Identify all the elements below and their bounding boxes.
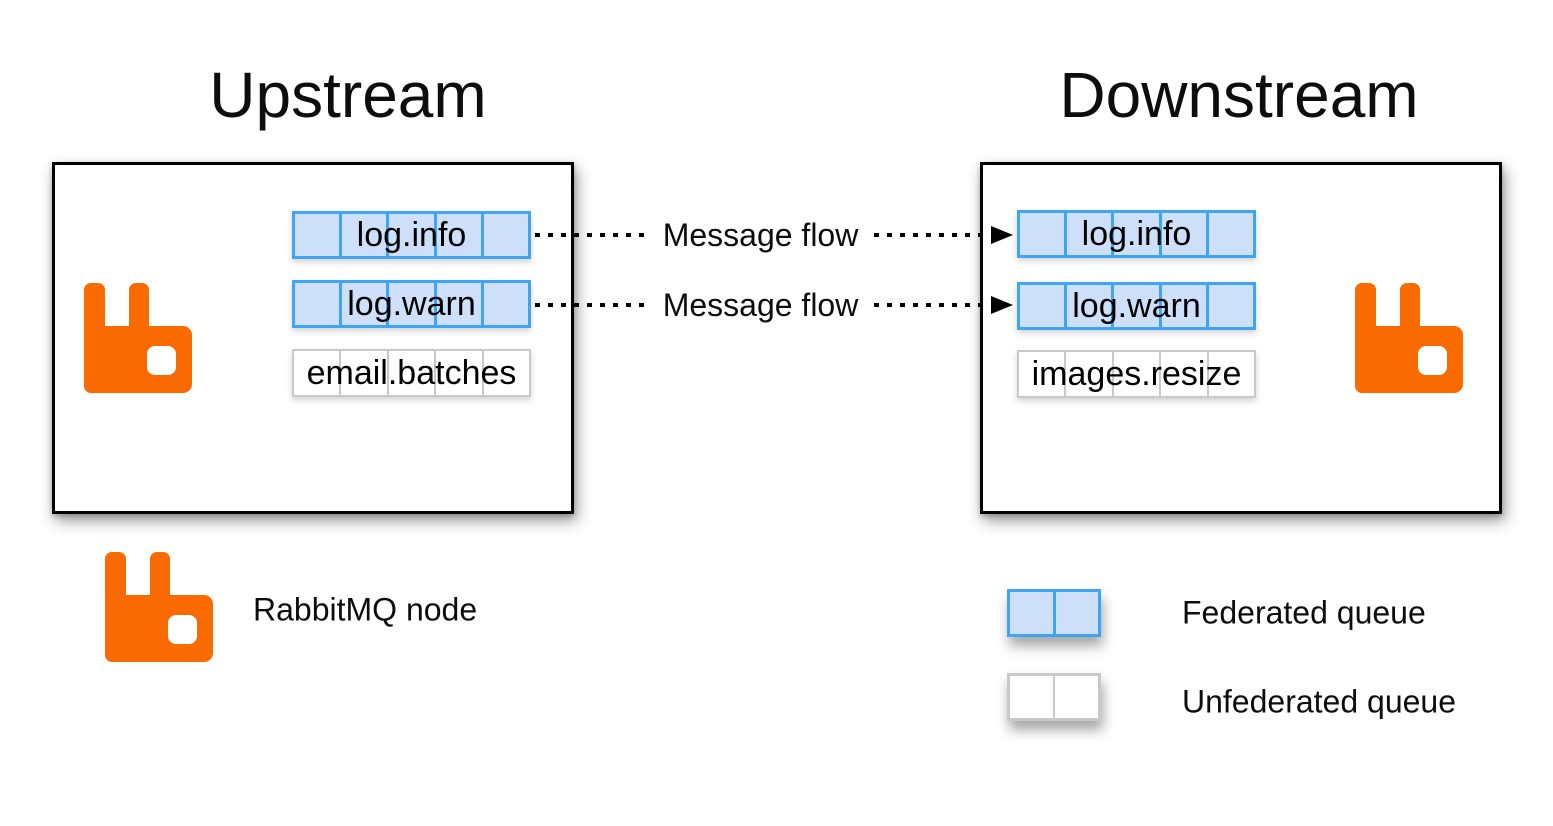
queue-label: images.resize bbox=[1031, 354, 1242, 393]
queue-log-warn-downstream: log.warn bbox=[1017, 282, 1256, 330]
dotted-line bbox=[874, 233, 987, 237]
queue-cells bbox=[292, 280, 531, 328]
queue-images-resize-downstream: images.resize bbox=[1017, 350, 1256, 398]
legend-federated-queue-swatch bbox=[1007, 589, 1101, 637]
rabbitmq-logo-icon bbox=[105, 552, 213, 662]
queue-cells bbox=[292, 211, 531, 259]
dotted-line bbox=[535, 233, 647, 237]
queue-label: log.warn bbox=[1072, 286, 1201, 325]
queue-log-info-downstream: log.info bbox=[1017, 210, 1256, 258]
legend-unfederated-queue-label: Unfederated queue bbox=[1182, 683, 1456, 720]
queue-log-info-upstream: log.info bbox=[292, 211, 531, 259]
queue-cells bbox=[292, 349, 531, 397]
queue-cells bbox=[1017, 210, 1256, 258]
downstream-title: Downstream bbox=[1059, 59, 1419, 131]
dotted-line bbox=[874, 303, 987, 307]
upstream-title: Upstream bbox=[209, 59, 487, 131]
legend-federated-queue-label: Federated queue bbox=[1182, 594, 1426, 631]
message-flow-row-log-warn: Message flow bbox=[535, 285, 1014, 325]
arrowhead-icon bbox=[991, 296, 1014, 314]
queue-cells bbox=[1017, 282, 1256, 330]
rabbitmq-logo-icon bbox=[1355, 283, 1463, 393]
legend-rabbitmq-node-label: RabbitMQ node bbox=[253, 591, 478, 628]
queue-label: log.warn bbox=[347, 284, 476, 323]
queue-cells bbox=[1017, 350, 1256, 398]
rabbitmq-logo-icon bbox=[84, 283, 192, 393]
queue-label: log.info bbox=[356, 215, 467, 254]
arrowhead-icon bbox=[991, 226, 1014, 244]
dotted-line bbox=[535, 303, 647, 307]
queue-label: log.info bbox=[1081, 214, 1192, 253]
queue-label: email.batches bbox=[306, 353, 517, 392]
queue-log-warn-upstream: log.warn bbox=[292, 280, 531, 328]
message-flow-label: Message flow bbox=[662, 216, 859, 253]
message-flow-label: Message flow bbox=[662, 286, 859, 323]
message-flow-row-log-info: Message flow bbox=[535, 215, 1014, 255]
legend-unfederated-queue-swatch bbox=[1007, 673, 1101, 721]
queue-email-batches-upstream: email.batches bbox=[292, 349, 531, 397]
